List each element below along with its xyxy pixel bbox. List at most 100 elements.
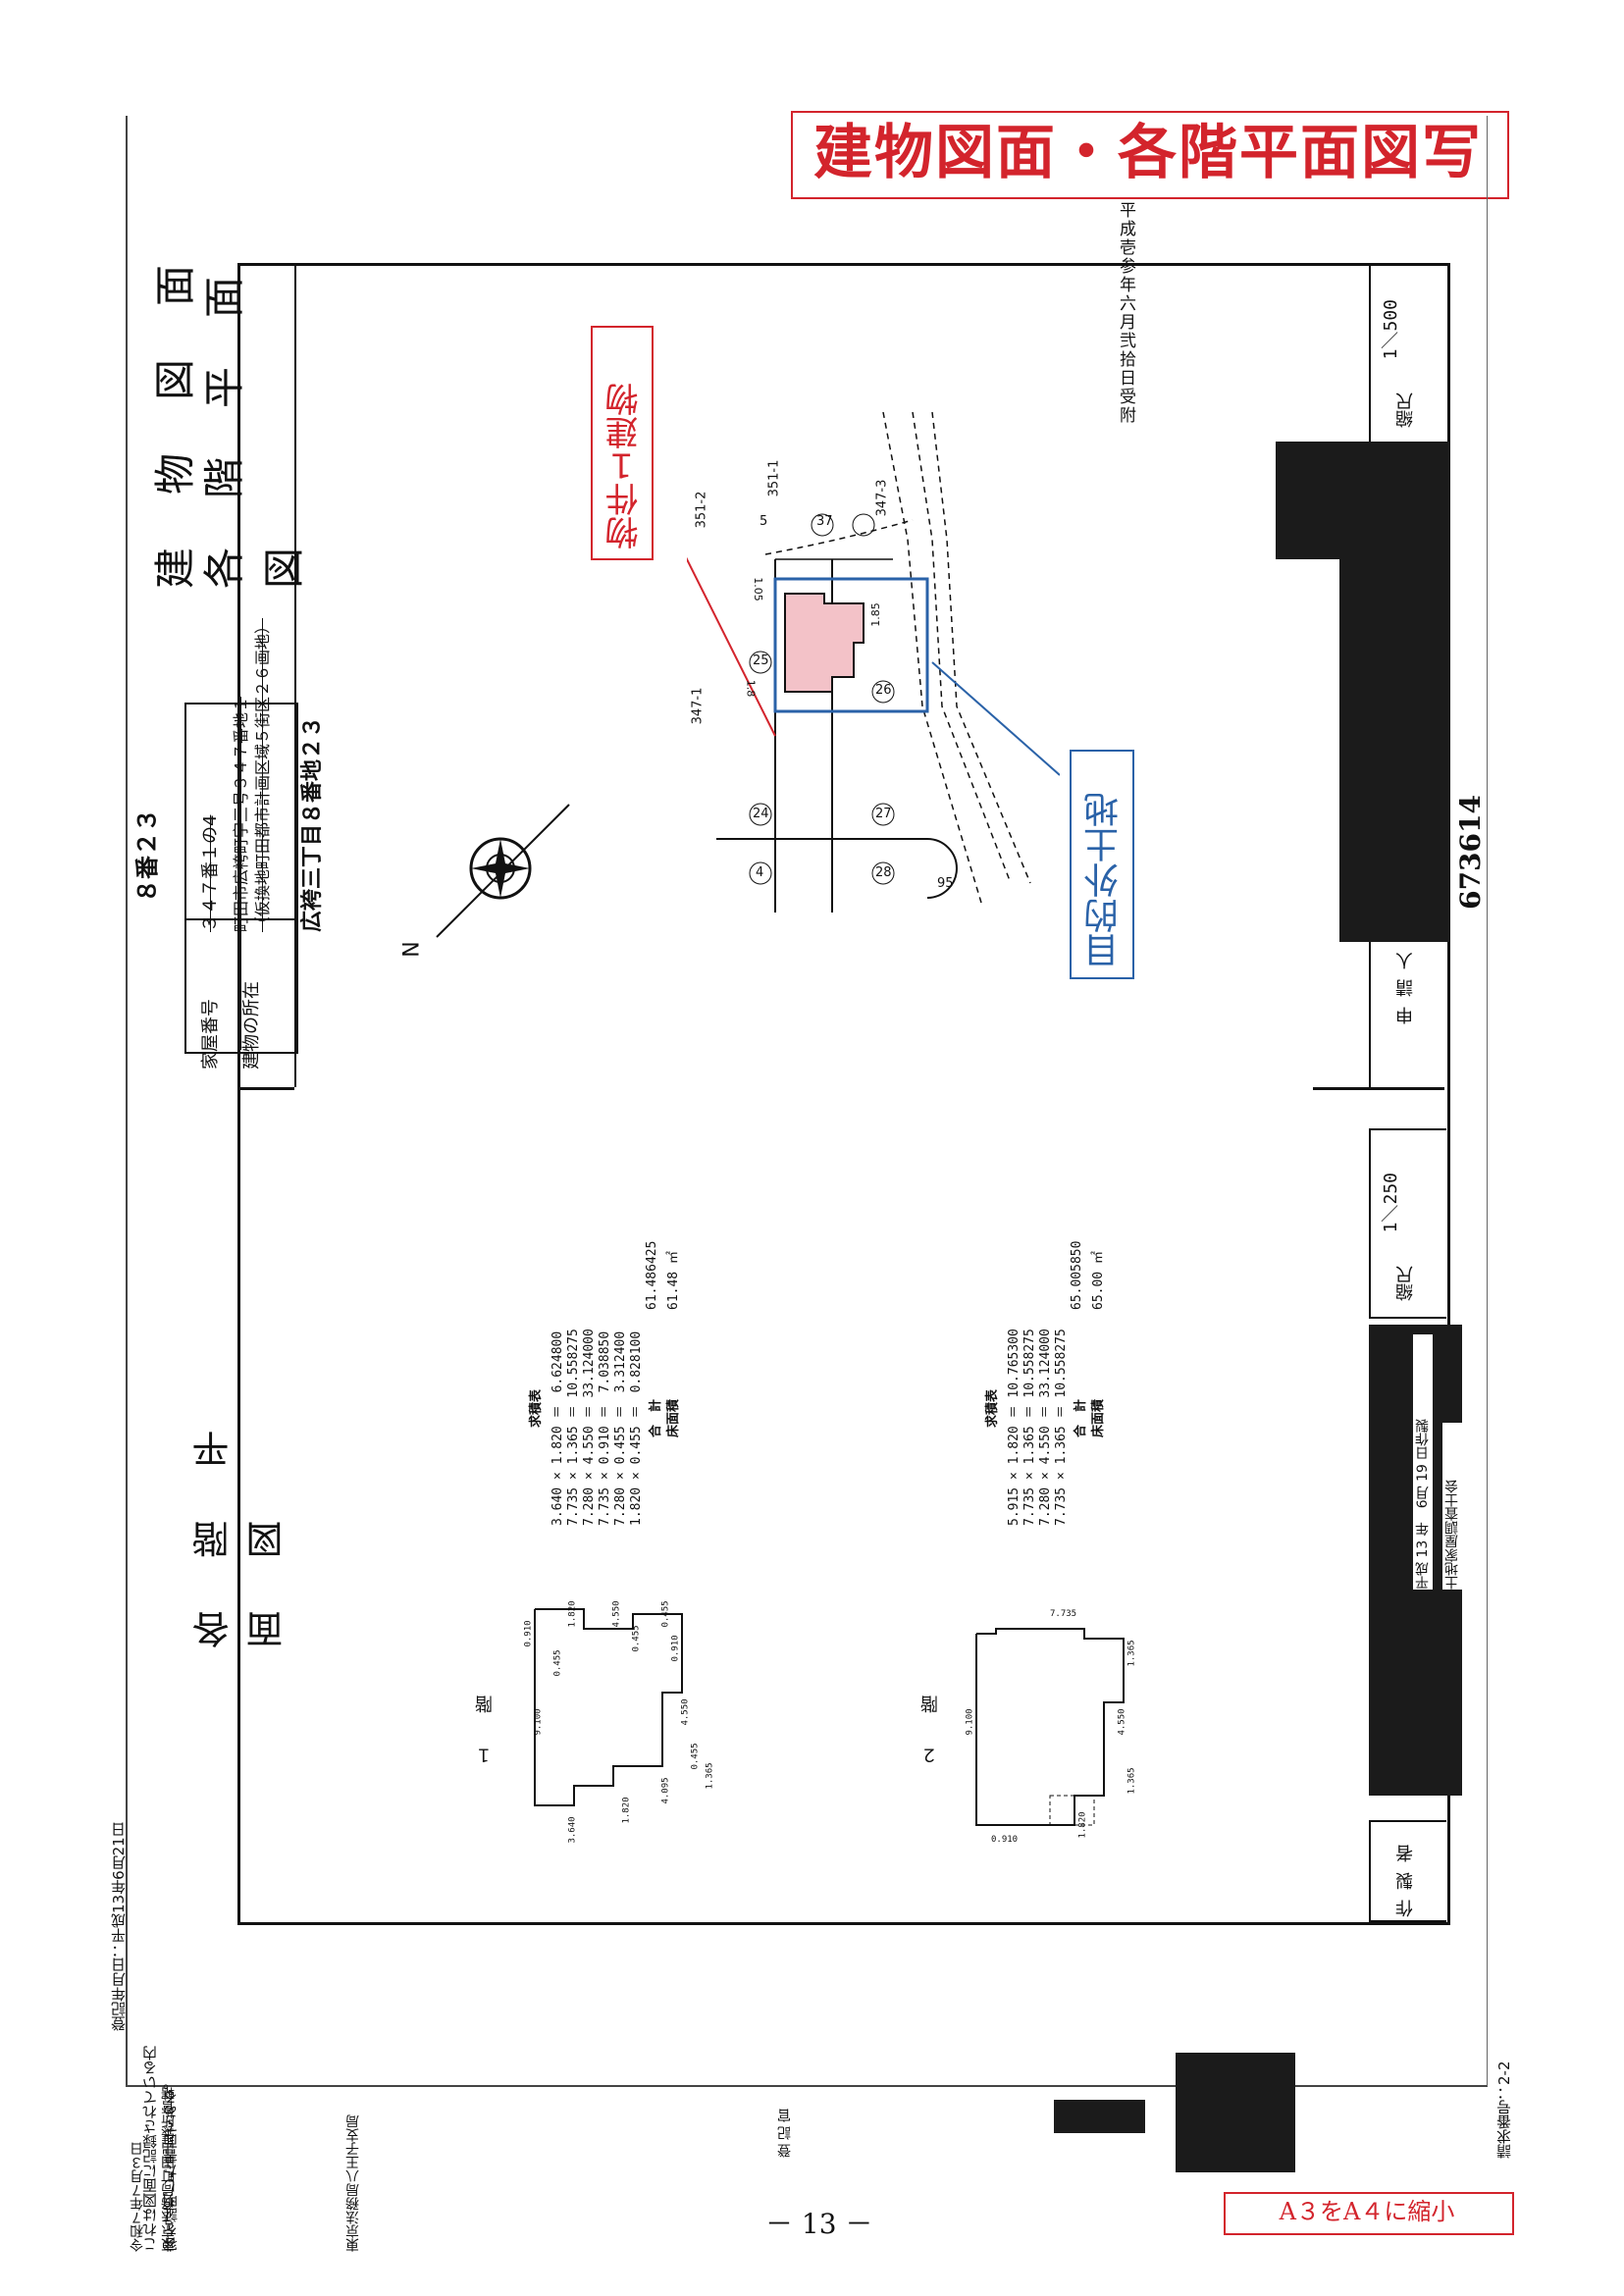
reduction-note-box (1224, 2192, 1514, 2235)
floor1-dim: 0.910 (523, 1620, 534, 1647)
floor1-plan (534, 1608, 683, 1806)
block-number: 4 (756, 865, 764, 880)
block-number: 27 (875, 807, 892, 821)
floor1-dim: 4.095 (660, 1777, 671, 1804)
block-number: 5 (760, 514, 768, 529)
floor1-dim: 4.550 (680, 1698, 691, 1726)
lower-scale-label: 縮尺 (1395, 1266, 1416, 1301)
road-number: 95 (937, 876, 954, 891)
dim-label: 1.85 (868, 602, 882, 627)
floor1-dim: 0.455 (552, 1649, 563, 1677)
floor1-label: １ 階 (475, 1688, 496, 1764)
block-number: 26 (875, 683, 892, 698)
site-map (687, 412, 1060, 913)
floor1-dim: 1.365 (705, 1762, 715, 1790)
maker-box (1369, 1820, 1446, 1922)
floor-area-label: 床面積 (666, 1398, 681, 1437)
floor2-dim: 7.735 (1050, 1609, 1077, 1619)
floor1-dim: 1.820 (567, 1600, 578, 1628)
block-number: 28 (875, 865, 892, 880)
north-label: N (399, 941, 425, 958)
floor2-label: ２ 階 (920, 1688, 941, 1764)
redaction-seal-2 (1176, 2053, 1295, 2172)
floor2-dim: 1.365 (1126, 1640, 1137, 1667)
floor1-dim: 3.640 (567, 1816, 578, 1844)
applicant-label: 申請人 (1395, 942, 1416, 1024)
floor2-dim: 1.365 (1126, 1767, 1137, 1795)
block-number: 25 (753, 653, 769, 668)
floor2-dim: 4.550 (1117, 1708, 1127, 1736)
request-number: 請求番号：2-2 (1495, 2061, 1513, 2160)
stamp-title (791, 111, 1509, 199)
floor1-dim: 9.100 (533, 1708, 544, 1736)
lower-title: 各 階 平 面 図 (192, 1378, 289, 1648)
upper-scale-label: 縮尺 (1395, 392, 1416, 428)
cert-date: 令和７年７月３日 (130, 2142, 145, 2252)
property-label: 物件１建物 (605, 383, 645, 549)
area-row: 1.820 × 0.455 ＝ 0.828100 (629, 1331, 644, 1526)
parcel-label: 347-3 (874, 479, 890, 517)
page-number: － 13 － (765, 2208, 873, 2240)
area-row: 7.735 × 1.365 ＝ 10.558275 (1054, 1329, 1069, 1526)
floor1-dim: 1.820 (621, 1797, 632, 1824)
block-number: 37 (816, 514, 833, 529)
cert-seal-label: 登記官 (777, 2105, 793, 2158)
floor-area-label: 床面積 (1091, 1398, 1106, 1437)
area-table-title: 求積表 (985, 1388, 1000, 1428)
outside-land-label: 目的外土地 (1084, 792, 1125, 968)
info-table-divider (239, 703, 241, 1050)
floor2-dim: 9.100 (965, 1708, 975, 1736)
copy-date: 平成壱参年六月弐拾日受附 (1116, 201, 1135, 425)
parcel-label: 351-1 (766, 459, 782, 497)
area-total: 65.005850 (1070, 1240, 1084, 1310)
lower-scale-value: 1／250 (1381, 1173, 1401, 1233)
area-table-title: 求積表 (529, 1388, 544, 1428)
lower-scale-box (1369, 1128, 1446, 1319)
upper-title-2: 各 階 平 面 図 (200, 227, 308, 589)
redaction-applicant-2 (1276, 442, 1339, 559)
area-total-label: 合 計 (1074, 1398, 1088, 1437)
location-new: 広袴三丁目８番地２３ (299, 715, 325, 932)
floor1-dim: 0.455 (660, 1600, 671, 1628)
area-total: 61.486425 (645, 1240, 659, 1310)
block-number: 24 (753, 807, 769, 821)
house-number: ８番２３ (132, 809, 161, 903)
title-block (237, 263, 296, 1087)
dim-label: 1.05 (751, 577, 764, 601)
drawing-frame (237, 263, 1450, 1925)
floor-area: 65.00 ㎡ (1091, 1251, 1106, 1310)
info-table (184, 703, 298, 1054)
divider-left (237, 1087, 294, 1090)
floor1-dim: 0.910 (670, 1635, 681, 1662)
property-label-box (591, 326, 654, 560)
floor1-dim: 4.550 (611, 1600, 622, 1628)
reduction-note: A３をA４に縮小 (1279, 2198, 1455, 2225)
outside-land-box (1070, 750, 1134, 979)
redaction-applicant (1339, 442, 1449, 942)
floor1-area-table: 求積表 3.640 × 1.820 ＝ 6.624800 7.735 × 1.3… (525, 1192, 681, 1526)
info-table-divider-2 (184, 918, 294, 920)
floor1-dim: 0.455 (690, 1743, 701, 1770)
cert-office: 東京法務局町田出張所管轄 (161, 2087, 177, 2252)
upper-scale-value: 1／500 (1381, 299, 1401, 360)
sheet-frame (126, 116, 1488, 2087)
cert-official: 東京法務局八王子支局 (345, 2114, 361, 2252)
floor2-area-table: 求積表 5.915 × 1.820 ＝ 10.765300 7.735 × 1.… (981, 1192, 1106, 1526)
divider-right (1313, 1087, 1444, 1090)
compass-rose (436, 804, 570, 938)
maker-label: 作製者 (1395, 1835, 1416, 1917)
floor2-dim: 1.820 (1077, 1811, 1088, 1839)
floor1-dim: 0.455 (631, 1625, 642, 1652)
parcel-label: 351-2 (694, 491, 709, 529)
dim-label: 1.8 (744, 679, 758, 698)
parcel-label: 347-1 (690, 687, 706, 725)
floor2-dim: 0.910 (991, 1835, 1019, 1845)
floor2-plan (975, 1628, 1125, 1826)
stamp-title-text: 建物図面・各階平面図写 (813, 119, 1483, 187)
maker-org: 土地家屋調査士会 (1442, 1423, 1462, 1590)
made-date: 平成 13 年 6月 19 日作製 (1413, 1334, 1433, 1590)
redaction-seal-1 (1054, 2100, 1145, 2133)
registration-date: 登記年月日：平成13年6月21日 (110, 1822, 128, 2031)
stamp-number: 673614 (1454, 795, 1487, 910)
